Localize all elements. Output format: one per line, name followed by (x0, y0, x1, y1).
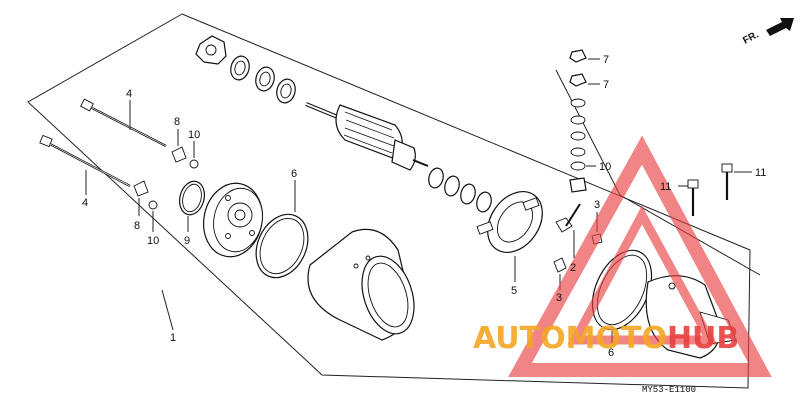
callout-5: 5 (511, 285, 517, 297)
watermark-triangle-inner (567, 205, 718, 345)
shim-1 (428, 167, 444, 189)
callout-6b: 6 (608, 347, 614, 359)
top-bracket-plate (195, 35, 227, 65)
callout-8a: 8 (174, 116, 180, 128)
clip-lower (133, 180, 149, 197)
callout-6a: 6 (291, 168, 297, 180)
watermark-triangle-outer (508, 135, 772, 377)
callout-7a: 7 (603, 54, 609, 66)
bolt-11-right (721, 163, 733, 200)
callout-8b: 8 (134, 220, 140, 232)
watermark-text-part1: AUTOMOTO (473, 321, 667, 356)
watermark-text-part2: HUB (667, 321, 739, 356)
long-bolt-upper (80, 98, 167, 147)
watermark-logo (508, 135, 772, 377)
arrow-right-icon (766, 18, 794, 36)
callout-10c: 10 (599, 161, 611, 173)
bolt-11-left (687, 179, 699, 216)
assembly-border (27, 13, 751, 389)
clip-upper (171, 146, 187, 163)
watermark-text: AUTOMOTOHUB (473, 321, 739, 356)
terminal-bolt (555, 203, 581, 233)
hardware-stack (569, 49, 587, 193)
direction-label: FR. (741, 29, 761, 46)
callout-11a: 11 (660, 181, 671, 193)
shim-4 (476, 191, 492, 213)
washer-lower (148, 200, 158, 210)
callout-4a: 4 (126, 88, 132, 100)
callout-2: 2 (570, 262, 576, 274)
washer-upper (189, 159, 199, 169)
callout-10b: 10 (147, 235, 159, 247)
front-cover (203, 182, 263, 258)
motor-yoke (307, 228, 415, 341)
callout-3a: 3 (594, 199, 600, 211)
callout-3b: 3 (556, 292, 562, 304)
callout-9: 9 (184, 235, 190, 247)
clip-3-lower (553, 257, 567, 273)
brush-holder (476, 191, 543, 253)
callout-7b: 7 (603, 79, 609, 91)
callout-11b: 11 (755, 167, 766, 179)
leader-1 (161, 289, 174, 331)
callout-4b: 4 (82, 197, 88, 209)
callout-1: 1 (170, 332, 176, 344)
front-direction-indicator (766, 18, 794, 36)
drawing-code: MY53-E1100 (642, 385, 696, 395)
shim-3 (460, 183, 476, 205)
armature (305, 102, 429, 171)
long-bolt-lower (39, 134, 131, 187)
callout-10a: 10 (188, 129, 200, 141)
shim-2 (444, 175, 460, 197)
